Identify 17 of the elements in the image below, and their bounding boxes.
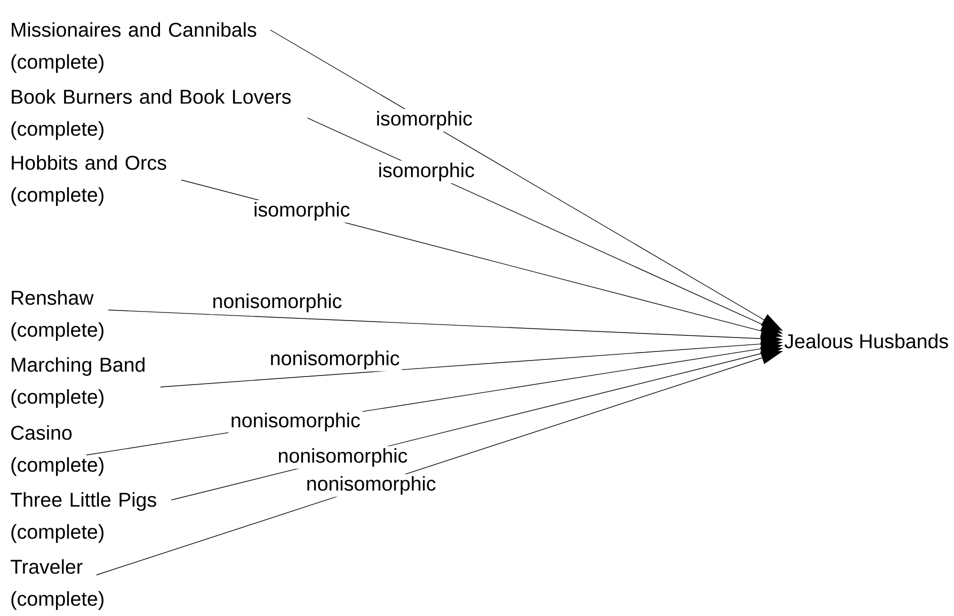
edge-label: nonisomorphic [268, 348, 402, 372]
node-label: Renshaw (complete) [11, 290, 104, 341]
edge-label: nonisomorphic [228, 410, 362, 434]
node-label: Hobbits and Orcs (complete) [11, 155, 166, 206]
node-label: Three Little Pigs (complete) [10, 492, 156, 543]
edge-label: isomorphic [376, 160, 477, 184]
node-label: Casino (complete) [11, 425, 104, 476]
edge-label: nonisomorphic [276, 446, 410, 469]
node-label: Marching Band (complete) [11, 357, 145, 408]
edge-label: nonisomorphic [304, 474, 438, 497]
edge-label: isomorphic [374, 108, 475, 132]
node-label: Jealous Husbands [784, 334, 948, 348]
edge-label: nonisomorphic [210, 292, 344, 314]
node-label: Traveler (complete) [10, 559, 104, 610]
node-label: Missionaires and Cannibals (complete) [11, 22, 256, 73]
edge-label: isomorphic [251, 200, 352, 223]
node-label: Book Burners and Book Lovers (complete) [11, 89, 291, 140]
